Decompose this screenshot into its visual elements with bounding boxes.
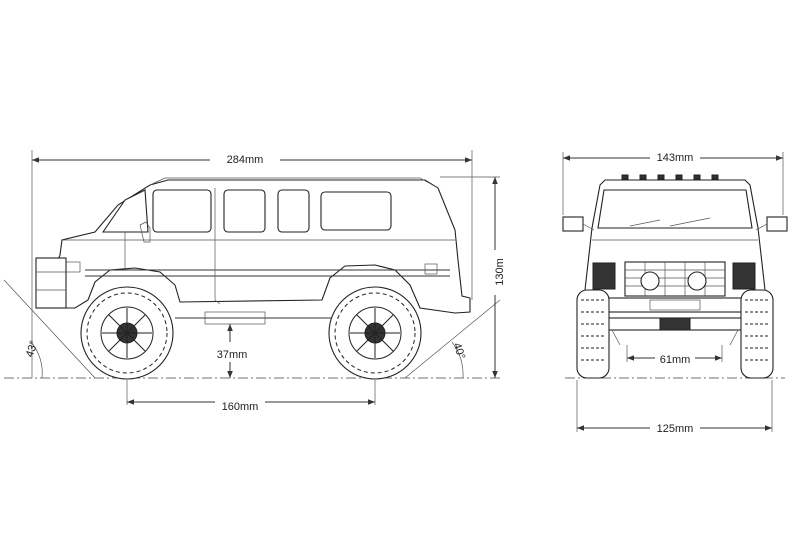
right-mirror [766,216,788,232]
overall-length-label: 284mm [227,154,264,166]
windshield-side [101,189,149,233]
side-mirror [139,221,151,243]
rear-wheel-side [328,286,422,380]
door-line [214,188,221,305]
departure-angle-line [404,299,501,379]
roof-lights [621,174,719,180]
right-tire-front [740,289,774,379]
left-tire-front [576,289,610,379]
skid-plate [204,311,266,325]
left-mirror [562,216,584,232]
approach-angle-arc [30,341,43,379]
approach-angle-label: 43° [24,339,41,359]
front-wheel-side [80,286,174,380]
overall-width-label: 143mm [657,152,694,164]
departure-angle-label: 40° [451,341,468,361]
front-view: 143mm 61mm 125mm [562,152,788,435]
roof-rail [149,177,439,189]
right-headlight [732,262,756,290]
approach-angle-line [3,279,96,379]
front-bumper [35,257,67,309]
grille [624,261,726,297]
wiper-blades [629,217,711,227]
rear-side-window [320,191,392,231]
axle-clearance-label: 61mm [660,354,691,366]
left-fog-light [640,271,660,291]
side-window-2 [223,189,266,233]
right-fog-light [687,271,707,291]
side-view: 284mm 130m 37mm 160mm 43° 40° [3,150,506,413]
wheelbase-label: 160mm [222,401,259,413]
side-window-3 [277,189,310,233]
license-plate [649,299,701,311]
left-headlight [592,262,616,290]
ground-clearance-label: 37mm [217,349,248,361]
front-side-window [152,189,212,233]
overall-height-label: 130m [494,258,506,286]
departure-angle-arc [451,341,464,379]
windshield-front [597,189,753,229]
track-width-label: 125mm [657,423,694,435]
differential [659,317,691,331]
tail-light [424,263,438,275]
